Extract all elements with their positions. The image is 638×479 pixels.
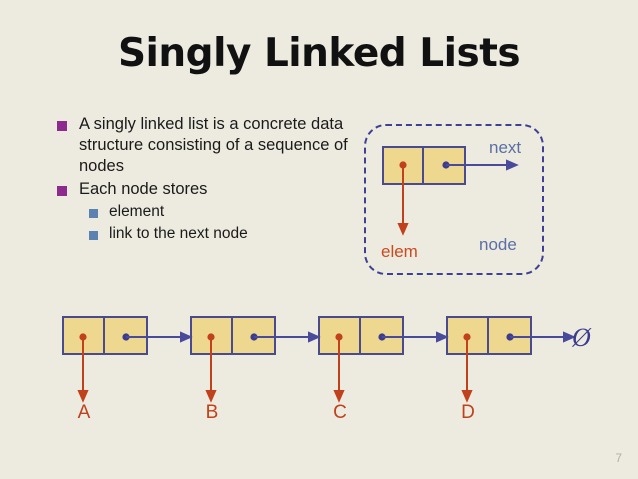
bullet-marker-level2-icon <box>89 230 98 240</box>
list-node-element-cell <box>64 318 106 353</box>
bullet-item-3: element <box>89 202 357 222</box>
list-node-next-cell <box>233 318 274 353</box>
node-label: node <box>479 235 517 254</box>
elem-label: elem <box>381 242 418 261</box>
bullet-text: A singly linked list is a concrete data … <box>79 115 348 176</box>
node-detail-panel <box>364 124 544 275</box>
bullet-item-4: link to the next node <box>89 224 357 244</box>
list-node-4 <box>446 316 532 355</box>
list-node-element-cell <box>192 318 234 353</box>
page-title: Singly Linked Lists <box>117 31 521 76</box>
bullet-text: link to the next node <box>109 224 248 242</box>
list-node-3 <box>318 316 404 355</box>
bullet-item-1: A singly linked list is a concrete data … <box>57 114 357 177</box>
element-label-c: C <box>333 402 347 423</box>
bullet-marker-level1-icon <box>57 121 67 131</box>
list-node-2 <box>190 316 276 355</box>
list-node-next-cell <box>361 318 402 353</box>
bullet-list: A singly linked list is a concrete data … <box>57 114 357 245</box>
page-number: 7 <box>615 451 622 465</box>
bullet-marker-level1-icon <box>57 186 67 197</box>
list-node-element-cell <box>320 318 362 353</box>
bullet-marker-level2-icon <box>89 209 98 219</box>
node-detail-element-cell <box>384 148 425 183</box>
element-label-b: B <box>205 402 219 423</box>
next-label: next <box>489 138 522 157</box>
null-terminator-symbol: Ø <box>572 323 591 352</box>
list-node-next-cell <box>105 318 146 353</box>
list-node-next-cell <box>489 318 530 353</box>
list-node-element-cell <box>448 318 490 353</box>
bullet-text: Each node stores <box>79 180 208 199</box>
bullet-item-2: Each node stores <box>57 179 357 200</box>
list-node-1 <box>62 316 148 355</box>
element-label-d: D <box>461 402 475 423</box>
bullet-text: element <box>109 203 165 221</box>
element-label-a: A <box>77 402 91 423</box>
